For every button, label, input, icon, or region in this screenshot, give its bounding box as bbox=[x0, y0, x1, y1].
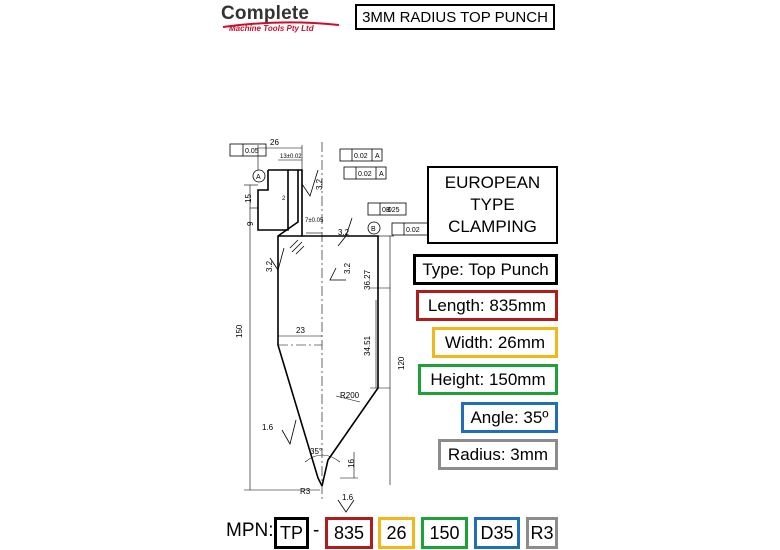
tol-par2: 0.02 bbox=[358, 171, 372, 178]
spec-angle: Angle: 35º bbox=[461, 402, 558, 433]
datum-a: A bbox=[256, 174, 261, 181]
logo-main-text: Complete bbox=[221, 3, 310, 24]
mpn-label: MPN: bbox=[226, 520, 274, 541]
dim-34: 34.51 bbox=[363, 335, 372, 356]
dim-15: 15 bbox=[244, 194, 253, 203]
dimension-lines bbox=[244, 145, 394, 491]
mpn-code-height: 150 bbox=[421, 517, 468, 549]
tolerance-frames bbox=[229, 143, 429, 236]
drawing-labels: 26 13±0.02 15 9 150 120 36.27 34.51 23 1… bbox=[235, 138, 420, 502]
tol-flat: 0.05 bbox=[245, 148, 259, 155]
dim-7: 7±0.05 bbox=[305, 218, 324, 224]
ref-a1: A bbox=[375, 153, 380, 160]
dim-120: 120 bbox=[397, 356, 406, 370]
mpn-code-type: TP bbox=[274, 517, 309, 549]
ref-a2: A bbox=[379, 171, 384, 178]
surface-finish-symbols bbox=[269, 169, 355, 513]
groove-hatch bbox=[289, 239, 305, 255]
logo-sub-text: Machine Tools Pty Ltd bbox=[229, 24, 314, 33]
tol-perp: 0.02 bbox=[406, 227, 420, 234]
mpn-code-width: 26 bbox=[378, 517, 415, 549]
mpn-code-radius: R3 bbox=[526, 517, 558, 549]
clamping-line-3: CLAMPING bbox=[448, 217, 537, 236]
finish-16a: 1.6 bbox=[262, 423, 274, 432]
tol-par1: 0.02 bbox=[354, 153, 368, 160]
spec-radius: Radius: 3mm bbox=[438, 439, 558, 470]
spec-length: Length: 835mm bbox=[416, 290, 558, 321]
clamping-line-2: TYPE bbox=[470, 195, 515, 214]
datum-b: B bbox=[371, 226, 376, 233]
dim-23: 23 bbox=[296, 326, 305, 335]
company-logo: Complete Machine Tools Pty Ltd bbox=[221, 3, 341, 37]
dim-35: 35° bbox=[310, 447, 322, 456]
dim-150: 150 bbox=[235, 324, 244, 338]
dim-9: 9 bbox=[246, 221, 255, 226]
tol-025: 0.025 bbox=[382, 207, 400, 214]
dim-width: 26 bbox=[270, 138, 279, 147]
clamping-line-1: EUROPEAN bbox=[444, 173, 541, 192]
dim-16: 16 bbox=[347, 459, 356, 468]
dim-13: 13±0.02 bbox=[280, 154, 302, 160]
mpn-code-length: 835 bbox=[325, 517, 373, 549]
finish-32d: 3.2 bbox=[343, 262, 352, 274]
ref-b: B bbox=[386, 207, 391, 214]
spec-type: Type: Top Punch bbox=[413, 254, 558, 285]
centre-lines bbox=[278, 142, 323, 500]
dim-r200: R200 bbox=[340, 391, 360, 400]
logo-swoosh-icon bbox=[222, 21, 340, 28]
mpn-dash: - bbox=[313, 520, 320, 541]
dim-36: 36.27 bbox=[363, 269, 372, 290]
mpn-code-angle: D35 bbox=[474, 517, 520, 549]
clamping-box: EUROPEAN TYPE CLAMPING bbox=[427, 166, 558, 244]
spec-height: Height: 150mm bbox=[418, 364, 558, 395]
finish-32c: 3.2 bbox=[265, 260, 274, 272]
dim-r3: R3 bbox=[300, 487, 311, 496]
spec-width: Width: 26mm bbox=[432, 327, 558, 358]
dim-2: 2 bbox=[282, 196, 286, 202]
finish-16b: 1.6 bbox=[342, 493, 354, 502]
finish-32a: 3.2 bbox=[315, 178, 324, 190]
page-title: 3MM RADIUS TOP PUNCH bbox=[355, 4, 555, 30]
finish-32b: 3.2 bbox=[338, 228, 350, 237]
